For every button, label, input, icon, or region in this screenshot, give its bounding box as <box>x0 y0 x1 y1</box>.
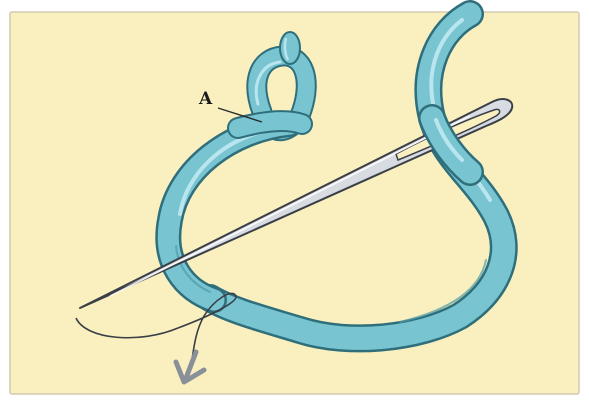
point-label-a: A <box>198 89 213 109</box>
thread-crossing <box>238 121 302 128</box>
